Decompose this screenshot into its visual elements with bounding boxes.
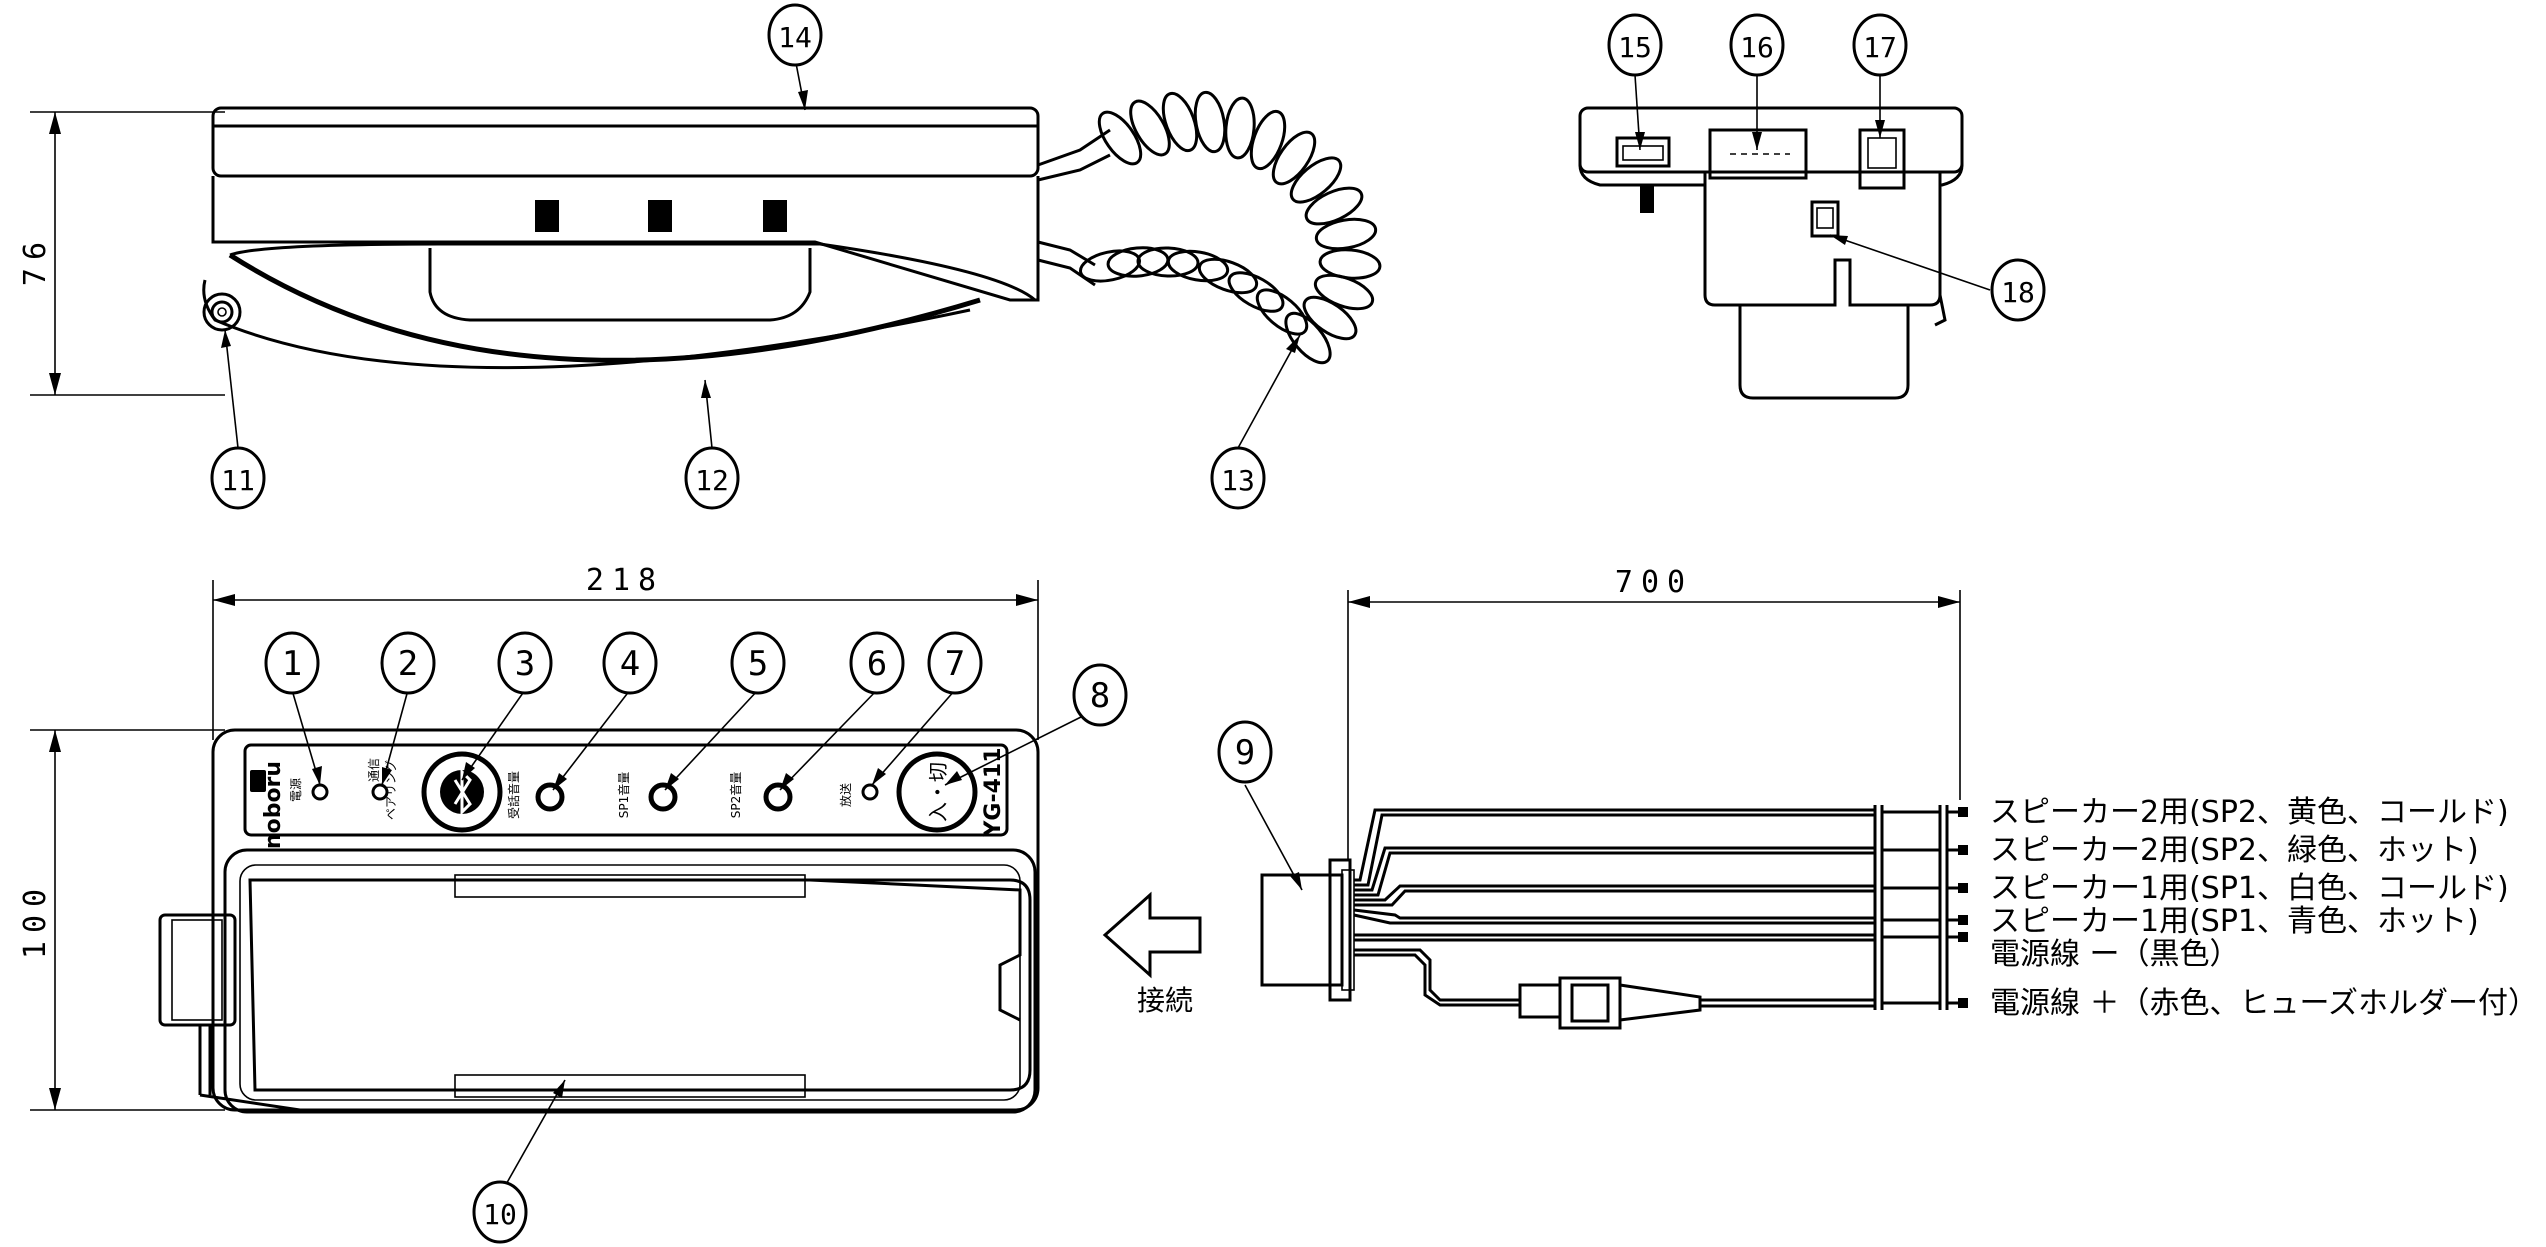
callout-14: 14 bbox=[778, 21, 812, 54]
callout-15: 15 bbox=[1618, 31, 1652, 64]
dim-cable-length: 700 bbox=[1615, 565, 1693, 600]
callout-4: 4 bbox=[620, 644, 640, 684]
callout-10: 10 bbox=[483, 1198, 517, 1231]
callout-3: 3 bbox=[515, 644, 535, 684]
rx-vol-knob[interactable] bbox=[535, 782, 565, 812]
connect-label: 接続 bbox=[1137, 984, 1193, 1017]
bluetooth-button[interactable] bbox=[421, 751, 503, 833]
sp1-vol-label: SP1音量 bbox=[616, 772, 631, 819]
power-switch[interactable] bbox=[896, 751, 978, 833]
callout-6: 6 bbox=[867, 644, 887, 684]
pairing-label-2: 通信 bbox=[367, 758, 381, 782]
callout-17: 17 bbox=[1863, 31, 1897, 64]
cable-harness: 700 接続 bbox=[1102, 565, 2538, 1030]
sp2-vol-label: SP2音量 bbox=[728, 772, 743, 819]
sp1-vol-knob[interactable] bbox=[648, 782, 678, 812]
callout-7: 7 bbox=[945, 644, 965, 684]
wire-label-5: 電源線 ー（黒色） bbox=[1990, 937, 2240, 972]
model-label: YG-411 bbox=[981, 747, 1006, 837]
wire-label-2: スピーカー2用(SP2、緑色、ホット) bbox=[1990, 833, 2479, 868]
sp2-vol-knob[interactable] bbox=[763, 782, 793, 812]
callout-8: 8 bbox=[1090, 676, 1110, 716]
brand-logo: noboru bbox=[261, 761, 286, 849]
callout-5: 5 bbox=[748, 644, 768, 684]
rear-view bbox=[1578, 106, 1964, 400]
callout-13: 13 bbox=[1221, 464, 1255, 497]
power-led bbox=[311, 783, 329, 801]
callout-18: 18 bbox=[2001, 276, 2035, 309]
front-view: 218 100 noboru 電源 ペアリング 通信 bbox=[18, 563, 1040, 1114]
rx-vol-label: 受話音量 bbox=[506, 771, 521, 819]
dim-height-front: 100 bbox=[18, 881, 53, 959]
wire-label-4: スピーカー1用(SP1、青色、ホット) bbox=[1990, 904, 2479, 939]
coiled-cord bbox=[1037, 90, 1382, 365]
callout-9: 9 bbox=[1235, 733, 1255, 773]
callout-16: 16 bbox=[1740, 31, 1774, 64]
dim-width-front: 218 bbox=[586, 563, 664, 598]
callout-2: 2 bbox=[398, 644, 418, 684]
power-label: 電源 bbox=[289, 778, 303, 802]
dim-height-side: 76 bbox=[18, 234, 53, 286]
pairing-led bbox=[371, 783, 389, 801]
callout-12: 12 bbox=[695, 464, 729, 497]
callout-1: 1 bbox=[282, 644, 302, 684]
broadcast-label: 放送 bbox=[838, 783, 853, 807]
side-view: 76 bbox=[18, 90, 1382, 396]
connect-arrow-icon bbox=[1102, 891, 1202, 979]
wire-label-6: 電源線 ＋（赤色、ヒューズホルダー付） bbox=[1990, 986, 2538, 1021]
callouts: 1 2 3 4 5 6 7 8 9 10 11 12 13 14 15 16 1… bbox=[210, 3, 2046, 1244]
callout-11: 11 bbox=[221, 464, 255, 497]
wire-label-3: スピーカー1用(SP1、白色、コールド) bbox=[1990, 871, 2509, 906]
wire-label-1: スピーカー2用(SP2、黄色、コールド) bbox=[1990, 795, 2509, 830]
broadcast-led bbox=[861, 783, 879, 801]
onoff-label: 入・切 bbox=[926, 762, 950, 822]
bluetooth-icon bbox=[453, 768, 472, 816]
